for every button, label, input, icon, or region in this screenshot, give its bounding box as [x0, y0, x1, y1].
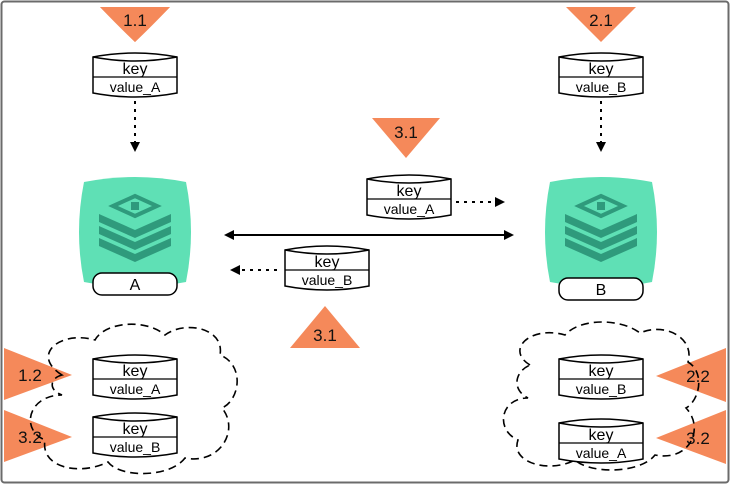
badge-label: 2.1 [589, 11, 613, 30]
record-sync-to-a: key value_B [284, 245, 370, 291]
record-value: value_A [576, 445, 627, 461]
badge-label: 1.2 [18, 366, 42, 385]
record-key: key [589, 61, 614, 78]
badge-3-1-bottom: 3.1 [290, 306, 360, 348]
database-stack-icon [565, 193, 637, 262]
record-key: key [123, 61, 148, 78]
badge-label: 3.2 [686, 429, 710, 448]
badge-label: 3.2 [18, 428, 42, 447]
record-top-a: key value_A [92, 52, 178, 98]
record-value: value_A [384, 201, 435, 217]
storage-cloud-a [29, 323, 238, 475]
database-stack-icon [99, 193, 171, 262]
record-key: key [397, 183, 422, 200]
node-label: A [130, 277, 141, 294]
record-value: value_B [576, 381, 627, 397]
record-store-a-2: key value_B [92, 412, 178, 458]
server-node-b: B [545, 177, 657, 301]
record-value: value_A [110, 79, 161, 95]
badge-label: 3.1 [313, 326, 337, 345]
badge-3-1-top: 3.1 [372, 118, 440, 158]
record-value: value_A [110, 381, 161, 397]
record-store-b-1: key value_B [558, 354, 644, 400]
record-value: value_B [302, 272, 353, 288]
record-key: key [123, 363, 148, 380]
node-label-box [558, 277, 644, 301]
badge-label: 1.1 [123, 11, 147, 30]
record-store-b-2: key value_A [558, 418, 644, 464]
record-top-b: key value_B [558, 52, 644, 98]
record-value: value_B [110, 439, 161, 455]
record-key: key [315, 254, 340, 271]
badge-1-2: 1.2 [4, 348, 72, 400]
badge-2-1: 2.1 [566, 7, 636, 42]
record-sync-to-b: key value_A [366, 174, 452, 220]
badge-3-2-right: 3.2 [656, 410, 726, 464]
record-key: key [589, 363, 614, 380]
record-store-a-1: key value_A [92, 354, 178, 400]
storage-cloud-b [502, 321, 700, 471]
node-label-box [92, 272, 178, 296]
record-value: value_B [576, 79, 627, 95]
badge-label: 3.1 [394, 123, 418, 142]
server-node-a: A [79, 177, 191, 296]
badge-1-1: 1.1 [100, 7, 170, 42]
record-key: key [123, 421, 148, 438]
node-label: B [596, 282, 607, 299]
record-key: key [589, 427, 614, 444]
